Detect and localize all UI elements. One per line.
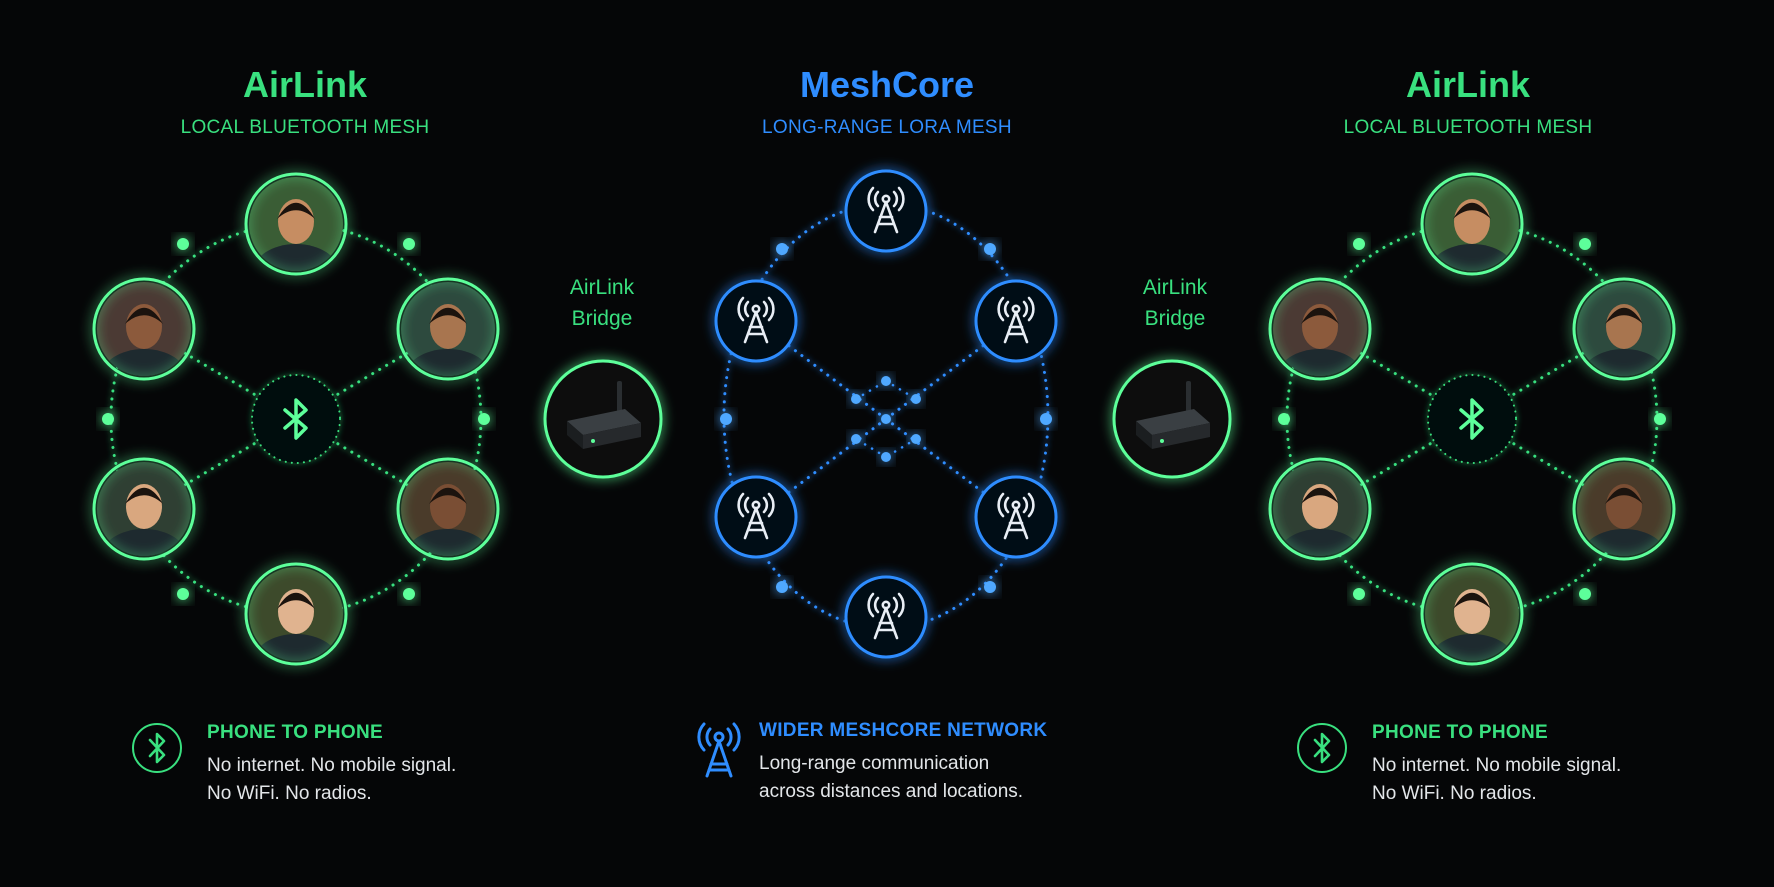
footer-left: PHONE TO PHONE No internet. No mobile si… xyxy=(131,722,456,808)
meshcore-dot xyxy=(776,243,788,255)
meshcore-hex-dot xyxy=(881,376,891,386)
meshcore-hex-dot xyxy=(911,394,921,404)
right-bridge-router xyxy=(1112,359,1232,479)
right-cluster-dot xyxy=(1579,238,1591,250)
left-bridge-router xyxy=(543,359,663,479)
right-cluster-avatar-2 xyxy=(1572,457,1676,561)
meshcore-hex-edge xyxy=(884,379,918,401)
meshcore-hex-dot xyxy=(911,434,921,444)
meshcore-hex-edge xyxy=(854,437,888,459)
radio-tower-icon xyxy=(697,722,741,778)
radio-tower-icon xyxy=(974,279,1058,363)
footer-right: PHONE TO PHONE No internet. No mobile si… xyxy=(1296,722,1621,808)
meshcore-hex-dot xyxy=(851,434,861,444)
left-cluster-dot xyxy=(177,588,189,600)
footer-left-line2: No WiFi. No radios. xyxy=(207,783,372,804)
footer-left-line1: No internet. No mobile signal. xyxy=(207,755,457,776)
footer-left-heading: PHONE TO PHONE xyxy=(207,722,383,743)
right-cluster-dot xyxy=(1353,588,1365,600)
center-cluster-title: MeshCore xyxy=(799,64,975,105)
left-cluster-dot xyxy=(403,238,415,250)
left-cluster-title: AirLink xyxy=(242,64,367,105)
meshcore-dot xyxy=(720,413,732,425)
left-cluster-avatar-2 xyxy=(396,457,500,561)
bluetooth-icon xyxy=(1297,723,1347,773)
right-cluster-avatar-4 xyxy=(1268,457,1372,561)
meshcore-hex-edge xyxy=(854,379,888,401)
right-bridge-label-line2: Bridge xyxy=(1144,307,1206,330)
left-bridge-label-line2: Bridge xyxy=(571,307,633,330)
left-cluster-avatar-1 xyxy=(396,277,500,381)
meshcore-dot xyxy=(984,581,996,593)
meshcore-dot xyxy=(984,243,996,255)
bluetooth-icon xyxy=(251,374,341,464)
right-cluster-avatar-5 xyxy=(1268,277,1372,381)
footer-center-heading: WIDER MESHCORE NETWORK xyxy=(759,720,1048,741)
footer-right-line2: No WiFi. No radios. xyxy=(1372,783,1537,804)
right-cluster-avatar-0 xyxy=(1420,172,1524,276)
footer-center-line1: Long-range communication xyxy=(759,753,990,774)
left-bridge-label: AirLink Bridge xyxy=(542,272,662,334)
meshcore-hex-edge xyxy=(884,437,918,459)
right-bridge-label-line1: AirLink xyxy=(1142,276,1208,299)
left-cluster-avatar-5 xyxy=(92,277,196,381)
radio-tower-icon xyxy=(844,575,928,659)
meshcore-hex-dot xyxy=(851,394,861,404)
right-cluster-title: AirLink xyxy=(1405,64,1530,105)
meshcore-spoke xyxy=(884,319,1018,421)
meshcore-dot xyxy=(776,581,788,593)
footer-left-text: PHONE TO PHONE No internet. No mobile si… xyxy=(207,722,456,808)
radio-tower-icon xyxy=(974,475,1058,559)
radio-tower-icon xyxy=(714,475,798,559)
left-cluster-avatar-4 xyxy=(92,457,196,561)
meshcore-spoke xyxy=(884,417,1018,519)
left-cluster-avatar-0 xyxy=(244,172,348,276)
bluetooth-icon xyxy=(132,723,182,773)
right-cluster-dot xyxy=(1654,413,1666,425)
radio-tower-icon xyxy=(714,279,798,363)
center-cluster-subtitle: LONG-RANGE LORA MESH xyxy=(762,117,1012,138)
meshcore-hex-dot xyxy=(881,452,891,462)
right-cluster-avatar-3 xyxy=(1420,562,1524,666)
meshcore-spoke xyxy=(754,319,888,421)
right-bridge-label: AirLink Bridge xyxy=(1115,272,1235,334)
meshcore-spoke xyxy=(754,417,888,519)
left-cluster-subtitle: LOCAL BLUETOOTH MESH xyxy=(180,117,430,138)
right-cluster-subtitle: LOCAL BLUETOOTH MESH xyxy=(1343,117,1593,138)
footer-center-text: WIDER MESHCORE NETWORK Long-range commun… xyxy=(759,720,1047,806)
right-cluster-avatar-1 xyxy=(1572,277,1676,381)
radio-tower-icon xyxy=(844,169,928,253)
left-bridge-label-line1: AirLink xyxy=(569,276,635,299)
meshcore-dot xyxy=(1040,413,1052,425)
left-cluster-avatar-3 xyxy=(244,562,348,666)
meshcore-hex-dot xyxy=(881,414,891,424)
left-cluster-dot xyxy=(102,413,114,425)
right-cluster-dot xyxy=(1579,588,1591,600)
left-cluster-dot xyxy=(403,588,415,600)
left-cluster-dot xyxy=(177,238,189,250)
footer-right-text: PHONE TO PHONE No internet. No mobile si… xyxy=(1372,722,1621,808)
footer-right-line1: No internet. No mobile signal. xyxy=(1372,755,1622,776)
left-cluster-dot xyxy=(478,413,490,425)
footer-right-heading: PHONE TO PHONE xyxy=(1372,722,1548,743)
right-cluster-dot xyxy=(1278,413,1290,425)
footer-center: WIDER MESHCORE NETWORK Long-range commun… xyxy=(697,720,1047,806)
bluetooth-icon xyxy=(1427,374,1517,464)
footer-center-line2: across distances and locations. xyxy=(759,781,1024,802)
right-cluster-dot xyxy=(1353,238,1365,250)
